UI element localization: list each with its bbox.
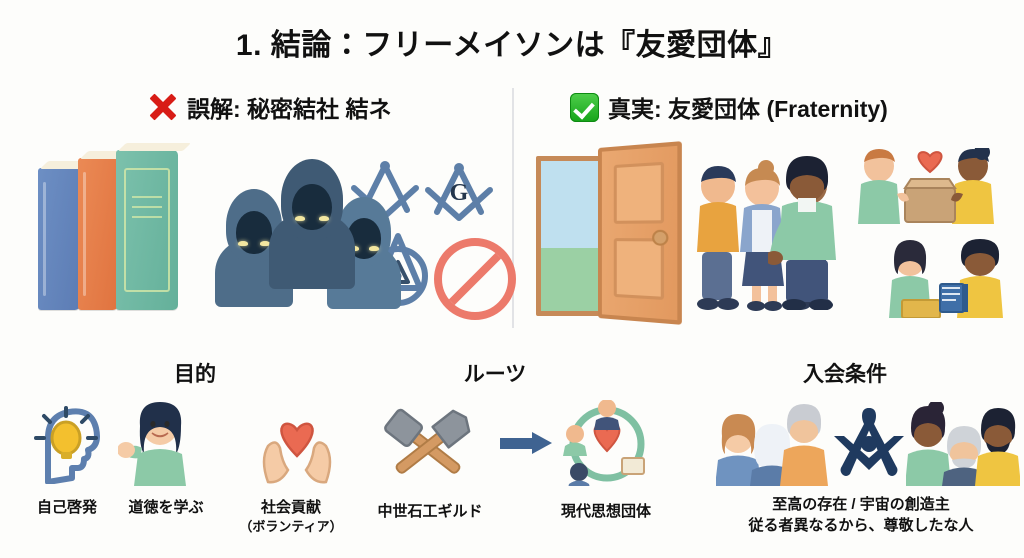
door-leaf	[598, 141, 682, 325]
old-books-illustration	[30, 143, 205, 310]
caption-social-contribution-sub: （ボランティア）	[239, 518, 343, 534]
caption-learn-morals: 道徳を学ぶ	[128, 499, 204, 516]
diverse-people-right-icon	[905, 400, 1021, 486]
truth-header-label: 真実: 友愛団体 (Fraternity)	[608, 96, 888, 122]
book-teal	[116, 143, 192, 310]
vertical-divider	[512, 88, 514, 328]
masonic-square-compass-icon	[828, 404, 906, 480]
reading-together-illustration	[880, 238, 1015, 319]
caption-join-requirement-line1: 至高の存在 / 宇宙の創造主	[772, 496, 950, 513]
page-title: 1. 結論：フリーメイソンは『友愛団体』	[235, 29, 789, 62]
diverse-people-left-icon	[715, 402, 828, 486]
section-title-roots: ルーツ	[463, 363, 527, 386]
caption-modern-society: 現代思想団体	[560, 503, 651, 520]
book-blue	[38, 161, 94, 310]
crossed-hammers-icon	[378, 408, 474, 482]
red-x-icon	[148, 92, 178, 122]
door-knob-icon	[652, 229, 669, 246]
person-waving-icon	[117, 400, 188, 486]
standing-person-illustration	[765, 150, 846, 311]
caption-join-requirement-line2: 従る者異なるから、尊敬したな人	[748, 517, 974, 534]
caption-social-contribution: 社会貢献 （ボランティア）	[228, 498, 354, 535]
section-title-purpose: 目的	[174, 363, 216, 386]
book-orange	[78, 151, 132, 310]
caption-self-development: 自己啓発	[36, 499, 97, 516]
prohibition-sign-icon	[434, 238, 516, 320]
misconception-header-label: 誤解: 秘密結社 結ネ	[187, 96, 392, 122]
hooded-figure-center	[269, 159, 355, 289]
svg-text:G: G	[450, 180, 469, 206]
door-frame-opening	[536, 156, 608, 316]
hands-holding-heart-icon	[250, 408, 342, 484]
truth-header: 真実: 友愛団体 (Fraternity)	[570, 90, 888, 124]
caption-social-contribution-main: 社会貢献	[260, 499, 321, 516]
community-circle-icon	[562, 399, 648, 488]
hooded-figures-illustration	[205, 155, 401, 310]
head-lightbulb-icon	[30, 402, 102, 485]
open-door-illustration	[530, 141, 682, 325]
arrow-right-icon	[500, 432, 552, 454]
misconception-header: 誤解: 秘密結社 結ネ	[148, 90, 391, 124]
charity-donation-illustration	[845, 144, 1015, 228]
caption-medieval-guild: 中世石工ギルド	[377, 503, 483, 520]
square-compass-g-icon: G	[422, 160, 496, 235]
section-title-join: 入会条件	[803, 363, 887, 386]
green-check-icon	[570, 92, 599, 122]
